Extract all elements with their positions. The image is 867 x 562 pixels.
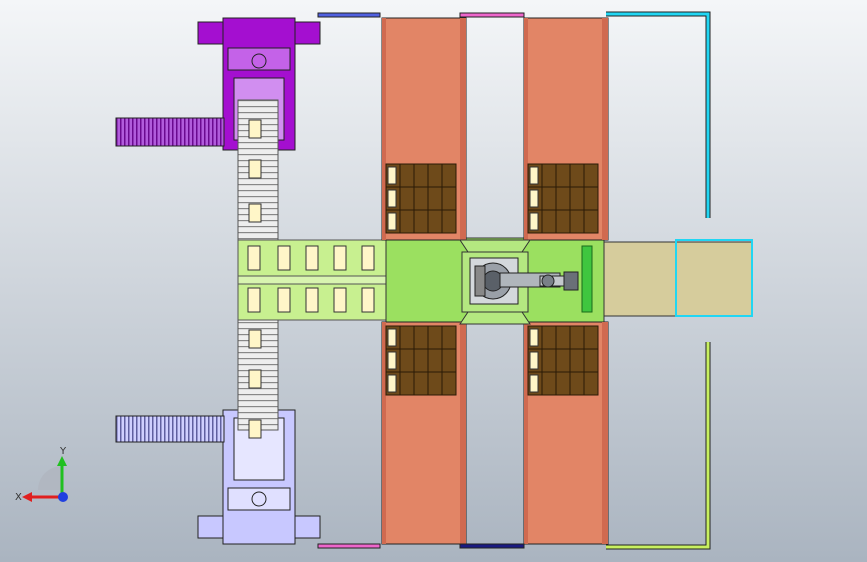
carton bbox=[427, 209, 443, 234]
carton bbox=[399, 325, 415, 350]
pallet-dispenser-top[interactable] bbox=[197, 17, 321, 151]
case bbox=[387, 374, 397, 393]
case bbox=[387, 166, 397, 185]
carton bbox=[441, 325, 457, 350]
case bbox=[247, 245, 261, 271]
carton bbox=[555, 186, 571, 211]
fence-bar-top-pink bbox=[459, 12, 525, 18]
carton bbox=[541, 348, 557, 373]
case bbox=[529, 166, 539, 185]
infeed-conveyor-bottom-left bbox=[115, 415, 225, 443]
case bbox=[248, 159, 262, 179]
carton bbox=[427, 348, 443, 373]
safety-fence-bottom bbox=[606, 342, 711, 550]
safety-fence-top bbox=[606, 11, 711, 218]
carton bbox=[427, 325, 443, 350]
case bbox=[248, 203, 262, 223]
carton bbox=[569, 163, 585, 188]
y-axis-label: Y bbox=[59, 446, 67, 457]
carton bbox=[441, 371, 457, 396]
carton bbox=[583, 163, 599, 188]
carton bbox=[541, 209, 557, 234]
carton bbox=[541, 371, 557, 396]
case bbox=[277, 245, 291, 271]
carton bbox=[555, 371, 571, 396]
carton bbox=[413, 325, 429, 350]
fence-bar-bottom-pink bbox=[317, 543, 381, 549]
carton bbox=[541, 163, 557, 188]
case bbox=[305, 245, 319, 271]
carton bbox=[569, 186, 585, 211]
carton bbox=[441, 186, 457, 211]
carton bbox=[555, 209, 571, 234]
carton bbox=[413, 348, 429, 373]
carton bbox=[427, 163, 443, 188]
carton bbox=[427, 186, 443, 211]
x-axis-label: X bbox=[15, 492, 22, 503]
horizontal-conveyor-cases bbox=[247, 245, 375, 313]
carton bbox=[569, 371, 585, 396]
output-pallet-conveyor[interactable] bbox=[603, 239, 753, 317]
case bbox=[277, 287, 291, 313]
carton bbox=[399, 186, 415, 211]
carton bbox=[569, 325, 585, 350]
case bbox=[529, 374, 539, 393]
carton bbox=[583, 186, 599, 211]
case bbox=[529, 328, 539, 347]
case bbox=[387, 189, 397, 208]
carton bbox=[569, 348, 585, 373]
case bbox=[305, 287, 319, 313]
carton bbox=[399, 209, 415, 234]
case bbox=[529, 189, 539, 208]
carton bbox=[413, 209, 429, 234]
carton bbox=[441, 163, 457, 188]
case bbox=[248, 419, 262, 439]
case bbox=[248, 119, 262, 139]
gripper-green-stand bbox=[581, 245, 593, 313]
case bbox=[387, 328, 397, 347]
case bbox=[333, 287, 347, 313]
carton bbox=[399, 163, 415, 188]
carton bbox=[569, 209, 585, 234]
carton bbox=[541, 325, 557, 350]
carton bbox=[441, 209, 457, 234]
palletizing-robot[interactable] bbox=[469, 257, 579, 305]
axis-triad: Y X bbox=[15, 446, 68, 503]
case bbox=[387, 212, 397, 231]
case bbox=[247, 287, 261, 313]
fence-bar-top-blue bbox=[317, 12, 381, 18]
carton bbox=[413, 186, 429, 211]
case bbox=[361, 245, 375, 271]
carton bbox=[427, 371, 443, 396]
carton bbox=[413, 371, 429, 396]
infeed-conveyor-top-left bbox=[115, 117, 225, 147]
carton bbox=[583, 325, 599, 350]
carton bbox=[583, 348, 599, 373]
carton bbox=[399, 371, 415, 396]
carton bbox=[555, 163, 571, 188]
carton bbox=[583, 371, 599, 396]
carton bbox=[399, 348, 415, 373]
carton bbox=[583, 209, 599, 234]
carton bbox=[441, 348, 457, 373]
case bbox=[361, 287, 375, 313]
carton bbox=[413, 163, 429, 188]
case bbox=[333, 245, 347, 271]
case bbox=[387, 351, 397, 370]
case bbox=[248, 369, 262, 389]
vertical-conveyor-cases bbox=[248, 119, 262, 439]
case bbox=[529, 212, 539, 231]
carton bbox=[541, 186, 557, 211]
case bbox=[529, 351, 539, 370]
z-axis-point bbox=[58, 492, 68, 502]
carton bbox=[555, 325, 571, 350]
case bbox=[248, 329, 262, 349]
carton bbox=[555, 348, 571, 373]
fence-bar-bottom-navy bbox=[459, 543, 525, 549]
